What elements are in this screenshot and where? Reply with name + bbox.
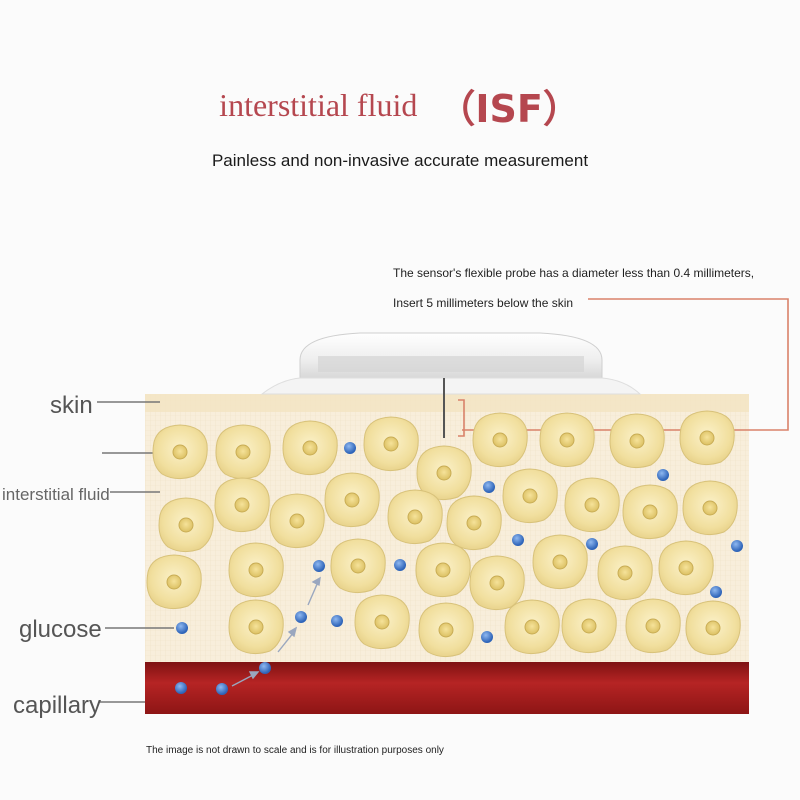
cell bbox=[354, 594, 410, 650]
glucose-dot bbox=[394, 559, 406, 571]
cell bbox=[539, 412, 595, 468]
cell bbox=[532, 534, 588, 590]
glucose-dot bbox=[731, 540, 743, 552]
cell bbox=[682, 480, 738, 536]
glucose-molecules bbox=[175, 442, 743, 695]
cell bbox=[685, 600, 741, 656]
skin-surface bbox=[145, 394, 749, 412]
glucose-dot bbox=[483, 481, 495, 493]
cell bbox=[564, 477, 620, 533]
glucose-dot bbox=[586, 538, 598, 550]
cell bbox=[416, 445, 472, 501]
cell bbox=[324, 472, 380, 528]
glucose-dot bbox=[481, 631, 493, 643]
glucose-dot bbox=[344, 442, 356, 454]
cell bbox=[504, 599, 560, 655]
glucose-dot bbox=[657, 469, 669, 481]
cell bbox=[658, 540, 714, 596]
glucose-dot bbox=[175, 682, 187, 694]
glucose-dot bbox=[259, 662, 271, 674]
cell bbox=[446, 495, 502, 551]
cell bbox=[622, 484, 678, 540]
cell bbox=[152, 424, 208, 480]
cell bbox=[330, 538, 386, 594]
cell bbox=[215, 424, 271, 480]
cell bbox=[597, 545, 653, 601]
cell bbox=[387, 489, 443, 545]
title-abbreviation: （ISF） bbox=[437, 87, 581, 131]
glucose-dot bbox=[710, 586, 722, 598]
cell bbox=[158, 497, 214, 553]
cell bbox=[282, 420, 338, 476]
cell bbox=[363, 416, 419, 472]
cell bbox=[625, 598, 681, 654]
cell bbox=[469, 555, 525, 611]
skin-label: skin bbox=[50, 392, 93, 419]
glucose-dot bbox=[176, 622, 188, 634]
cell bbox=[472, 412, 528, 468]
interstitial-fluid-label: interstitial fluid bbox=[2, 485, 110, 504]
glucose-dot bbox=[216, 683, 228, 695]
sensor-note-line1: The sensor's flexible probe has a diamet… bbox=[393, 266, 755, 280]
glucose-dot bbox=[331, 615, 343, 627]
cell bbox=[502, 468, 558, 524]
cell bbox=[269, 493, 325, 549]
callout-bracket bbox=[458, 399, 465, 437]
cell bbox=[146, 554, 202, 610]
subtitle: Painless and non-invasive accurate measu… bbox=[211, 151, 589, 170]
cell bbox=[415, 542, 471, 598]
glucose-dot bbox=[512, 534, 524, 546]
capillary-vessel bbox=[145, 662, 749, 714]
title-main: interstitial fluid bbox=[219, 87, 418, 123]
diffusion-arrows bbox=[231, 576, 321, 687]
capillary-label: capillary bbox=[13, 692, 102, 719]
cell bbox=[228, 542, 284, 598]
cell-layer bbox=[146, 410, 741, 658]
cell bbox=[609, 413, 665, 469]
glucose-dot bbox=[295, 611, 307, 623]
disclaimer: The image is not drawn to scale and is f… bbox=[146, 745, 444, 756]
glucose-label: glucose bbox=[19, 616, 102, 643]
sensor-device bbox=[260, 332, 642, 395]
sensor-note-line2: Insert 5 millimeters below the skin bbox=[393, 296, 574, 310]
cell bbox=[418, 602, 474, 658]
cell bbox=[214, 477, 270, 533]
cell bbox=[679, 410, 735, 466]
glucose-dot bbox=[313, 560, 325, 572]
cell bbox=[561, 598, 617, 654]
cell bbox=[228, 599, 284, 655]
diagram-title: interstitial fluid （ISF） bbox=[0, 78, 800, 133]
